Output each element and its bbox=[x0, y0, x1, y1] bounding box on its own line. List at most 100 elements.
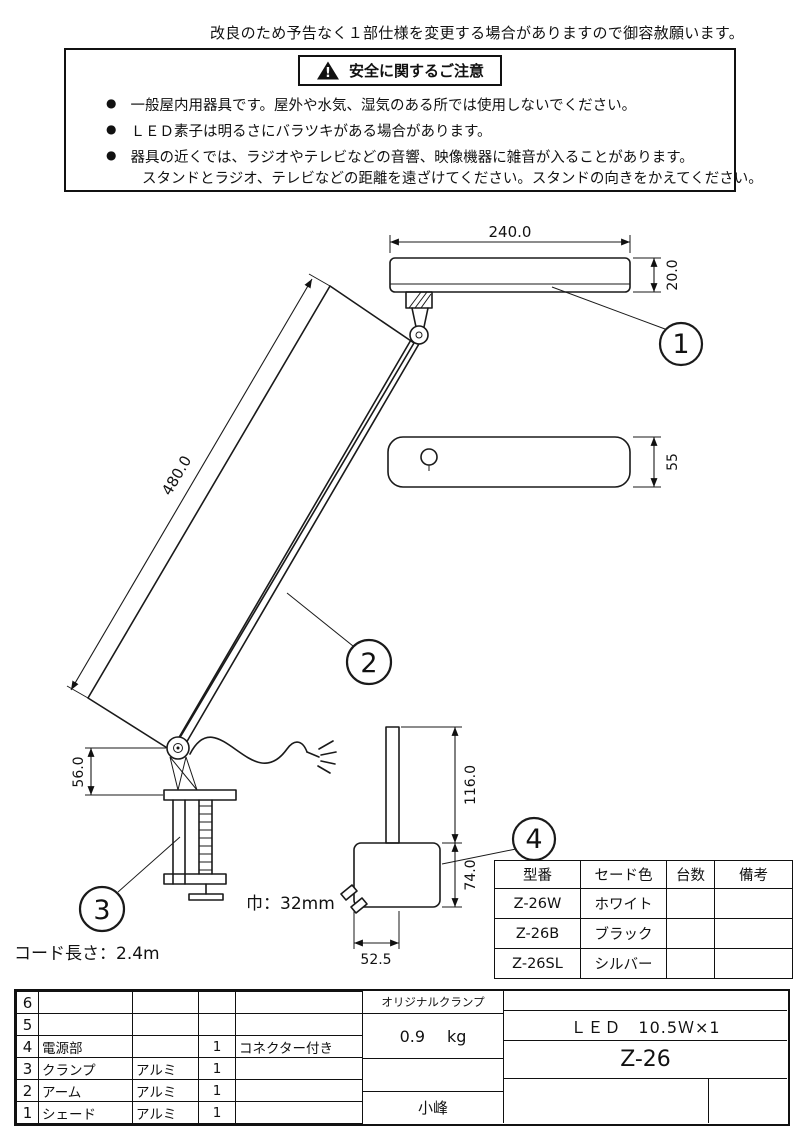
part-qty bbox=[198, 991, 236, 1014]
part-material bbox=[132, 991, 199, 1014]
spec-note bbox=[714, 948, 793, 979]
spec-col-model: 型番 bbox=[494, 860, 581, 889]
title-block: 6 5 4 電源部 1 コネク bbox=[14, 989, 790, 1126]
part-note bbox=[235, 1079, 363, 1102]
spec-model: Z-26W bbox=[494, 888, 581, 919]
part-name bbox=[38, 1013, 133, 1036]
lamp-head-top-view bbox=[389, 257, 631, 328]
power-supply-unit bbox=[340, 726, 441, 914]
part-name: アーム bbox=[38, 1079, 133, 1102]
callout-2-number: 2 bbox=[360, 648, 377, 679]
bullet-icon: ● bbox=[106, 148, 117, 162]
dim-text-head-depth: 55 bbox=[665, 453, 681, 471]
warning-bullet-continuation: スタンドとラジオ、テレビなどの距離を遠ざけてください。スタンドの向きをかえてくだ… bbox=[142, 167, 763, 188]
part-name: シェード bbox=[38, 1101, 133, 1124]
warning-text: 器具の近くでは、ラジオやテレビなどの音響、映像機器に雑音が入ることがあります。 bbox=[130, 150, 694, 166]
part-no: 3 bbox=[16, 1057, 39, 1080]
dim-text-arm-length: 480.0 bbox=[158, 452, 195, 498]
table-row: Z-26SL シルバー bbox=[494, 948, 793, 979]
spec-header-row: 型番 セード色 台数 備考 bbox=[494, 860, 793, 889]
power-cord bbox=[189, 736, 337, 774]
dim-arm-length: 480.0 bbox=[66, 273, 331, 699]
dim-text-adapter-width: 52.5 bbox=[360, 952, 391, 968]
part-note bbox=[235, 1057, 363, 1080]
dim-head-width: 240.0 bbox=[389, 223, 631, 253]
spec-qty bbox=[666, 948, 715, 979]
dim-text-head-width: 240.0 bbox=[489, 223, 532, 241]
cord-length-note: コード長さ：2.4m bbox=[14, 944, 160, 964]
callout-1: 1 bbox=[551, 286, 704, 367]
weight-value: 0.9 bbox=[399, 1026, 426, 1046]
spec-model: Z-26B bbox=[494, 918, 581, 949]
part-no: 1 bbox=[16, 1101, 39, 1124]
part-name bbox=[38, 991, 133, 1014]
part-note bbox=[235, 991, 363, 1014]
callout-2: 2 bbox=[286, 592, 393, 686]
bullet-icon: ● bbox=[106, 122, 117, 136]
warning-exclamation: ! bbox=[325, 66, 331, 81]
empty-cell bbox=[503, 1079, 708, 1123]
dim-adapter-stem: 116.0 bbox=[401, 726, 479, 844]
part-no: 2 bbox=[16, 1079, 39, 1102]
part-note: コネクター付き bbox=[235, 1035, 363, 1058]
callout-4-number: 4 bbox=[525, 824, 542, 855]
model-number-cell: Z-26 bbox=[503, 1041, 787, 1079]
safety-warning-title: ! 安全に関するご注意 bbox=[297, 55, 503, 86]
weight-unit: kg bbox=[447, 1026, 467, 1046]
part-no: 4 bbox=[16, 1035, 39, 1058]
callout-4: 4 bbox=[441, 816, 557, 865]
spec-color: シルバー bbox=[580, 948, 667, 979]
spec-note bbox=[714, 918, 793, 949]
spec-qty bbox=[666, 888, 715, 919]
dim-adapter-body: 74.0 bbox=[442, 843, 479, 908]
part-material: アルミ bbox=[132, 1079, 199, 1102]
part-material: アルミ bbox=[132, 1057, 199, 1080]
empty-cell bbox=[503, 991, 787, 1011]
part-qty: 1 bbox=[198, 1079, 236, 1102]
callout-3-number: 3 bbox=[93, 895, 110, 926]
part-qty bbox=[198, 1013, 236, 1036]
table-row: Z-26B ブラック bbox=[494, 918, 793, 949]
dim-text-adapter-stem: 116.0 bbox=[463, 765, 479, 805]
weight-cell: 0.9 kg bbox=[362, 1014, 503, 1059]
warning-bullet-item: ● 器具の近くでは、ラジオやテレビなどの音響、映像機器に雑音が入ることがあります… bbox=[106, 146, 694, 167]
part-qty: 1 bbox=[198, 1057, 236, 1080]
empty-cell bbox=[362, 1059, 503, 1092]
parts-row: 5 bbox=[16, 1013, 363, 1036]
parts-list-table: 6 5 4 電源部 1 コネク bbox=[16, 991, 363, 1124]
callout-3: 3 bbox=[78, 836, 181, 933]
spec-col-qty: 台数 bbox=[666, 860, 715, 889]
part-material bbox=[132, 1035, 199, 1058]
approver-cell: 小峰 bbox=[362, 1092, 503, 1123]
spec-model: Z-26SL bbox=[494, 948, 581, 979]
part-material: アルミ bbox=[132, 1101, 199, 1124]
spec-color: ホワイト bbox=[580, 888, 667, 919]
warning-triangle-icon: ! bbox=[316, 61, 339, 81]
model-spec-table: 型番 セード色 台数 備考 Z-26W ホワイト Z-26B ブラック Z-26… bbox=[494, 860, 793, 979]
dim-adapter-width: 52.5 bbox=[353, 911, 400, 968]
part-no: 6 bbox=[16, 991, 39, 1014]
revision-notice: 改良のため予告なく１部仕様を変更する場合がありますので御容赦願います。 bbox=[210, 24, 745, 42]
safety-warning-box: ! 安全に関するご注意 ● 一般屋内用器具です。屋外や水気、湿気のある所では使用… bbox=[64, 48, 763, 192]
parts-row: 2 アーム アルミ 1 bbox=[16, 1079, 363, 1102]
dim-text-head-height: 20.0 bbox=[665, 259, 681, 290]
part-no: 5 bbox=[16, 1013, 39, 1036]
safety-warning-title-text: 安全に関するご注意 bbox=[348, 62, 485, 80]
part-qty: 1 bbox=[198, 1101, 236, 1124]
bullet-icon: ● bbox=[106, 96, 117, 110]
clamp-base bbox=[163, 756, 237, 901]
part-material bbox=[132, 1013, 199, 1036]
dim-head-depth: 55 bbox=[633, 436, 681, 488]
callout-1-number: 1 bbox=[672, 329, 689, 360]
parts-row: 3 クランプ アルミ 1 bbox=[16, 1057, 363, 1080]
part-name: クランプ bbox=[38, 1057, 133, 1080]
dim-text-adapter-body: 74.0 bbox=[463, 859, 479, 890]
spec-col-color: セード色 bbox=[580, 860, 667, 889]
empty-cell bbox=[708, 1079, 787, 1123]
spec-note bbox=[714, 888, 793, 919]
lamp-spec-cell: ＬＥＤ 10.5Ｗ×1 bbox=[503, 1011, 787, 1041]
dim-text-clamp-height: 56.0 bbox=[71, 756, 87, 787]
spec-color: ブラック bbox=[580, 918, 667, 949]
